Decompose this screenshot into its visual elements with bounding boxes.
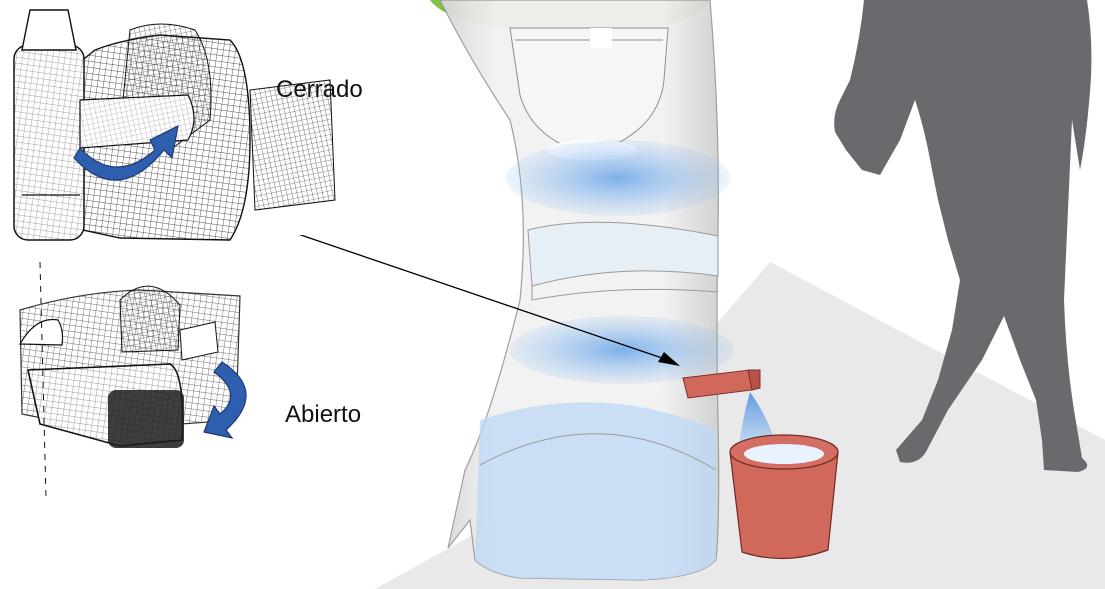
tap-closed-sketch-icon	[14, 10, 335, 240]
water-layer-middle	[510, 316, 734, 384]
bucket-icon	[730, 435, 838, 559]
water-layer-lower	[475, 402, 716, 580]
water-layer-upper	[506, 140, 730, 216]
label-closed: Cerrado	[276, 76, 363, 104]
tap-open-sketch-icon	[18, 262, 248, 498]
label-open: Abierto	[285, 401, 361, 429]
